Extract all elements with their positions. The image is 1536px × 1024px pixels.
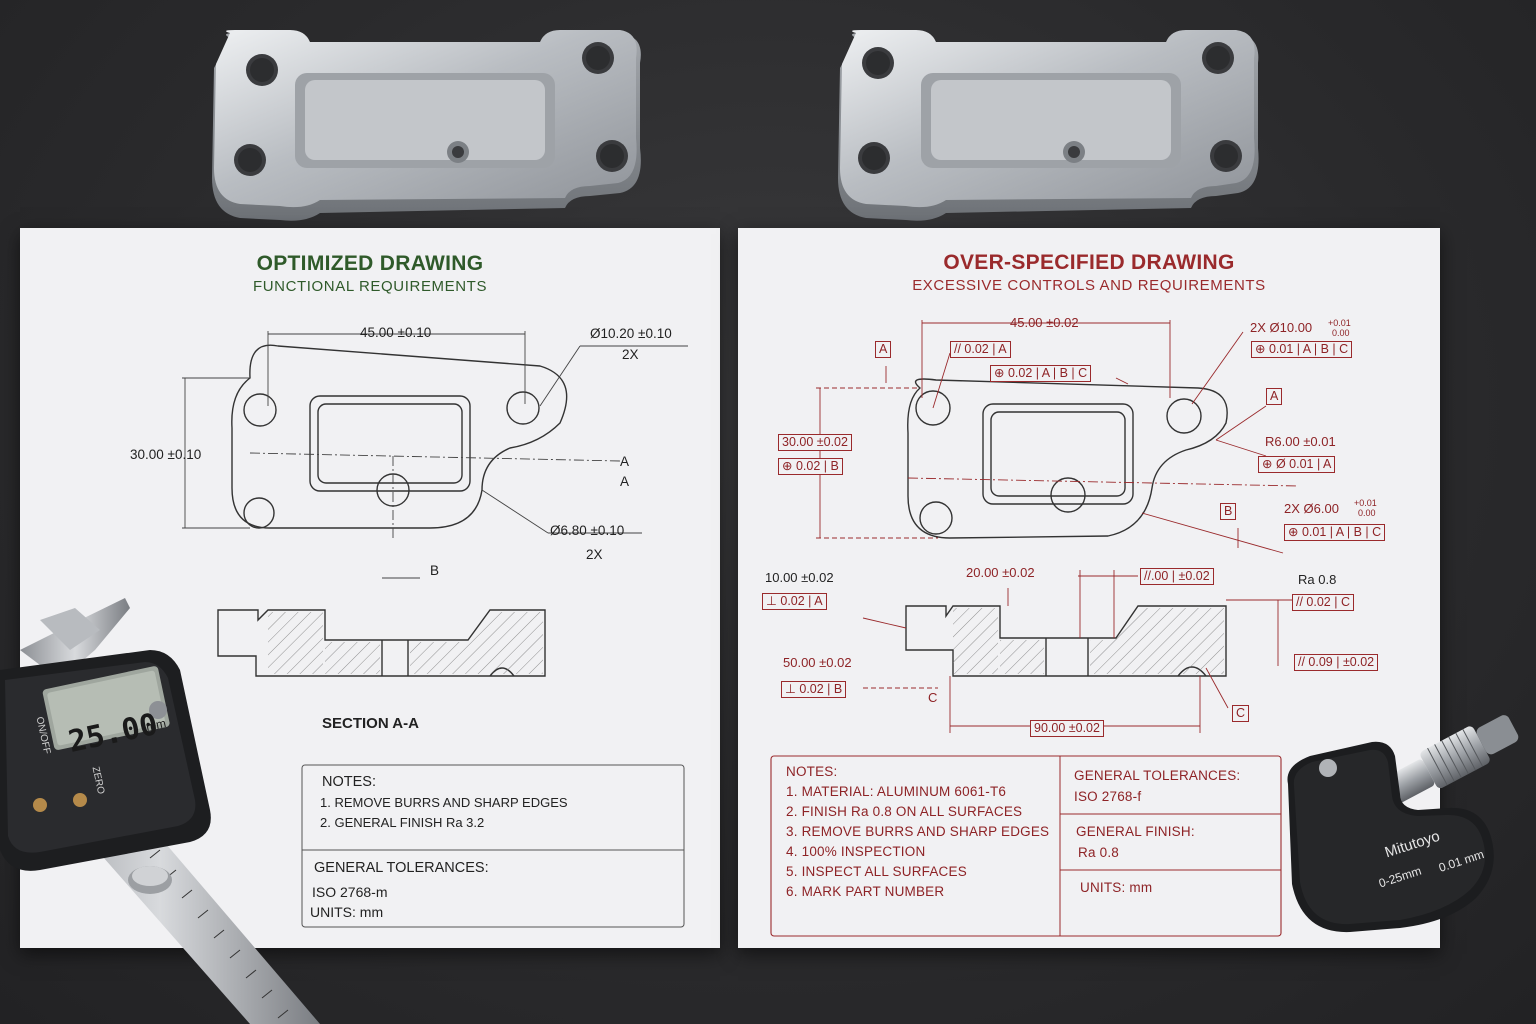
dim-hole-small: Ø6.80 ±0.10 <box>550 523 625 538</box>
note-item: 1. MATERIAL: ALUMINUM 6061-T6 <box>786 784 1007 799</box>
note-item: 2. GENERAL FINISH Ra 3.2 <box>320 815 485 830</box>
dim-bottom-width: 90.00 ±0.02 <box>1030 720 1104 737</box>
note-item: 6. MARK PART NUMBER <box>786 884 945 899</box>
dim-pocket: 20.00 ±0.02 <box>966 565 1035 580</box>
finish-value: Ra 0.8 <box>1078 845 1119 860</box>
note-item: 5. INSPECT ALL SURFACES <box>786 864 967 879</box>
fcf-hole-small: ⊕ 0.01 | A | B | C <box>1284 524 1386 541</box>
notes-heading: NOTES: <box>786 764 838 779</box>
tol-lower-small: 0.00 <box>1358 508 1376 518</box>
dim-height: 30.00 ±0.10 <box>130 447 202 462</box>
fcf-parallel-mid: //.00 | ±0.02 <box>1140 568 1214 585</box>
dim-step-depth: 10.00 ±0.02 <box>765 570 834 585</box>
datum-c-right: C <box>1232 705 1250 722</box>
machined-part-right <box>838 30 1259 221</box>
datum-a-label-2: A <box>620 474 630 489</box>
datum-a-label-1: A <box>620 454 630 469</box>
tol-lower: 0.00 <box>1332 328 1350 338</box>
note-item: 3. REMOVE BURRS AND SHARP EDGES <box>786 824 1050 839</box>
dim-hole-large: Ø10.20 ±0.10 <box>590 326 672 341</box>
digital-caliper: 25.00 mm ON/OFF ZERO <box>0 590 360 1024</box>
optimized-subtitle: FUNCTIONAL REQUIREMENTS <box>252 278 488 295</box>
tolerances-heading: GENERAL TOLERANCES: <box>314 860 489 876</box>
tolerances-value: ISO 2768-f <box>1074 789 1142 804</box>
section-label: SECTION A-A <box>322 715 419 732</box>
units-label: UNITS: mm <box>1080 880 1153 895</box>
tol-upper-small: +0.01 <box>1354 498 1377 508</box>
datum-a-top: A <box>875 341 892 358</box>
dim-width: 45.00 ±0.02 <box>1010 315 1079 330</box>
tolerances-heading: GENERAL TOLERANCES: <box>1074 768 1241 783</box>
units-label: UNITS: mm <box>310 904 384 920</box>
finish-heading: GENERAL FINISH: <box>1076 824 1195 839</box>
overspecified-part-drawing <box>770 320 1299 937</box>
machined-part-left <box>212 30 641 221</box>
datum-b-label: B <box>430 563 440 578</box>
note-item: 2. FINISH Ra 0.8 ON ALL SURFACES <box>786 804 1023 819</box>
fcf-finish: // 0.02 | C <box>1292 594 1354 611</box>
datum-c-left: C <box>928 690 938 705</box>
fcf-radius: ⊕ Ø 0.01 | A <box>1258 456 1336 473</box>
dim-width: 45.00 ±0.10 <box>360 325 432 340</box>
caliper-body-drawing <box>0 598 320 1024</box>
optimized-title: OPTIMIZED DRAWING <box>256 252 484 275</box>
dim-hole-small-qty: 2X <box>586 547 603 562</box>
dim-hole-small: 2X Ø6.00 <box>1284 501 1339 516</box>
tol-upper: +0.01 <box>1328 318 1351 328</box>
finish-callout: Ra 0.8 <box>1298 572 1337 587</box>
dim-hole-large: 2X Ø10.00 <box>1250 320 1313 335</box>
datum-b: B <box>1220 503 1237 520</box>
fcf-side: // 0.09 | ±0.02 <box>1294 654 1379 671</box>
note-item: 4. 100% INSPECTION <box>786 844 926 859</box>
fcf-height: ⊕ 0.02 | B <box>778 458 843 475</box>
dim-height: 30.00 ±0.02 <box>778 434 852 451</box>
micrometer-body-drawing <box>1287 715 1519 933</box>
notes-heading: NOTES: <box>322 774 376 790</box>
datum-a-right: A <box>1266 388 1283 405</box>
fcf-position-top: ⊕ 0.02 | A | B | C <box>990 365 1092 382</box>
note-item: 1. REMOVE BURRS AND SHARP EDGES <box>320 795 568 810</box>
dim-radius: R6.00 ±0.01 <box>1265 434 1336 449</box>
dim-base-width: 50.00 ±0.02 <box>783 655 852 670</box>
fcf-step: ⊥ 0.02 | A <box>762 593 827 610</box>
micrometer: Mitutoyo 0-25mm 0.01 mm <box>1280 684 1536 934</box>
optimized-part-drawing <box>182 331 688 928</box>
fcf-parallel-top: // 0.02 | A <box>950 341 1011 358</box>
tolerances-value: ISO 2768-m <box>312 884 388 900</box>
fcf-hole-large: ⊕ 0.01 | A | B | C <box>1251 341 1353 358</box>
overspecified-subtitle: EXCESSIVE CONTROLS AND REQUIREMENTS <box>912 277 1266 294</box>
fcf-base: ⊥ 0.02 | B <box>781 681 847 698</box>
dim-hole-large-qty: 2X <box>622 347 639 362</box>
overspecified-title: OVER-SPECIFIED DRAWING <box>943 251 1235 274</box>
